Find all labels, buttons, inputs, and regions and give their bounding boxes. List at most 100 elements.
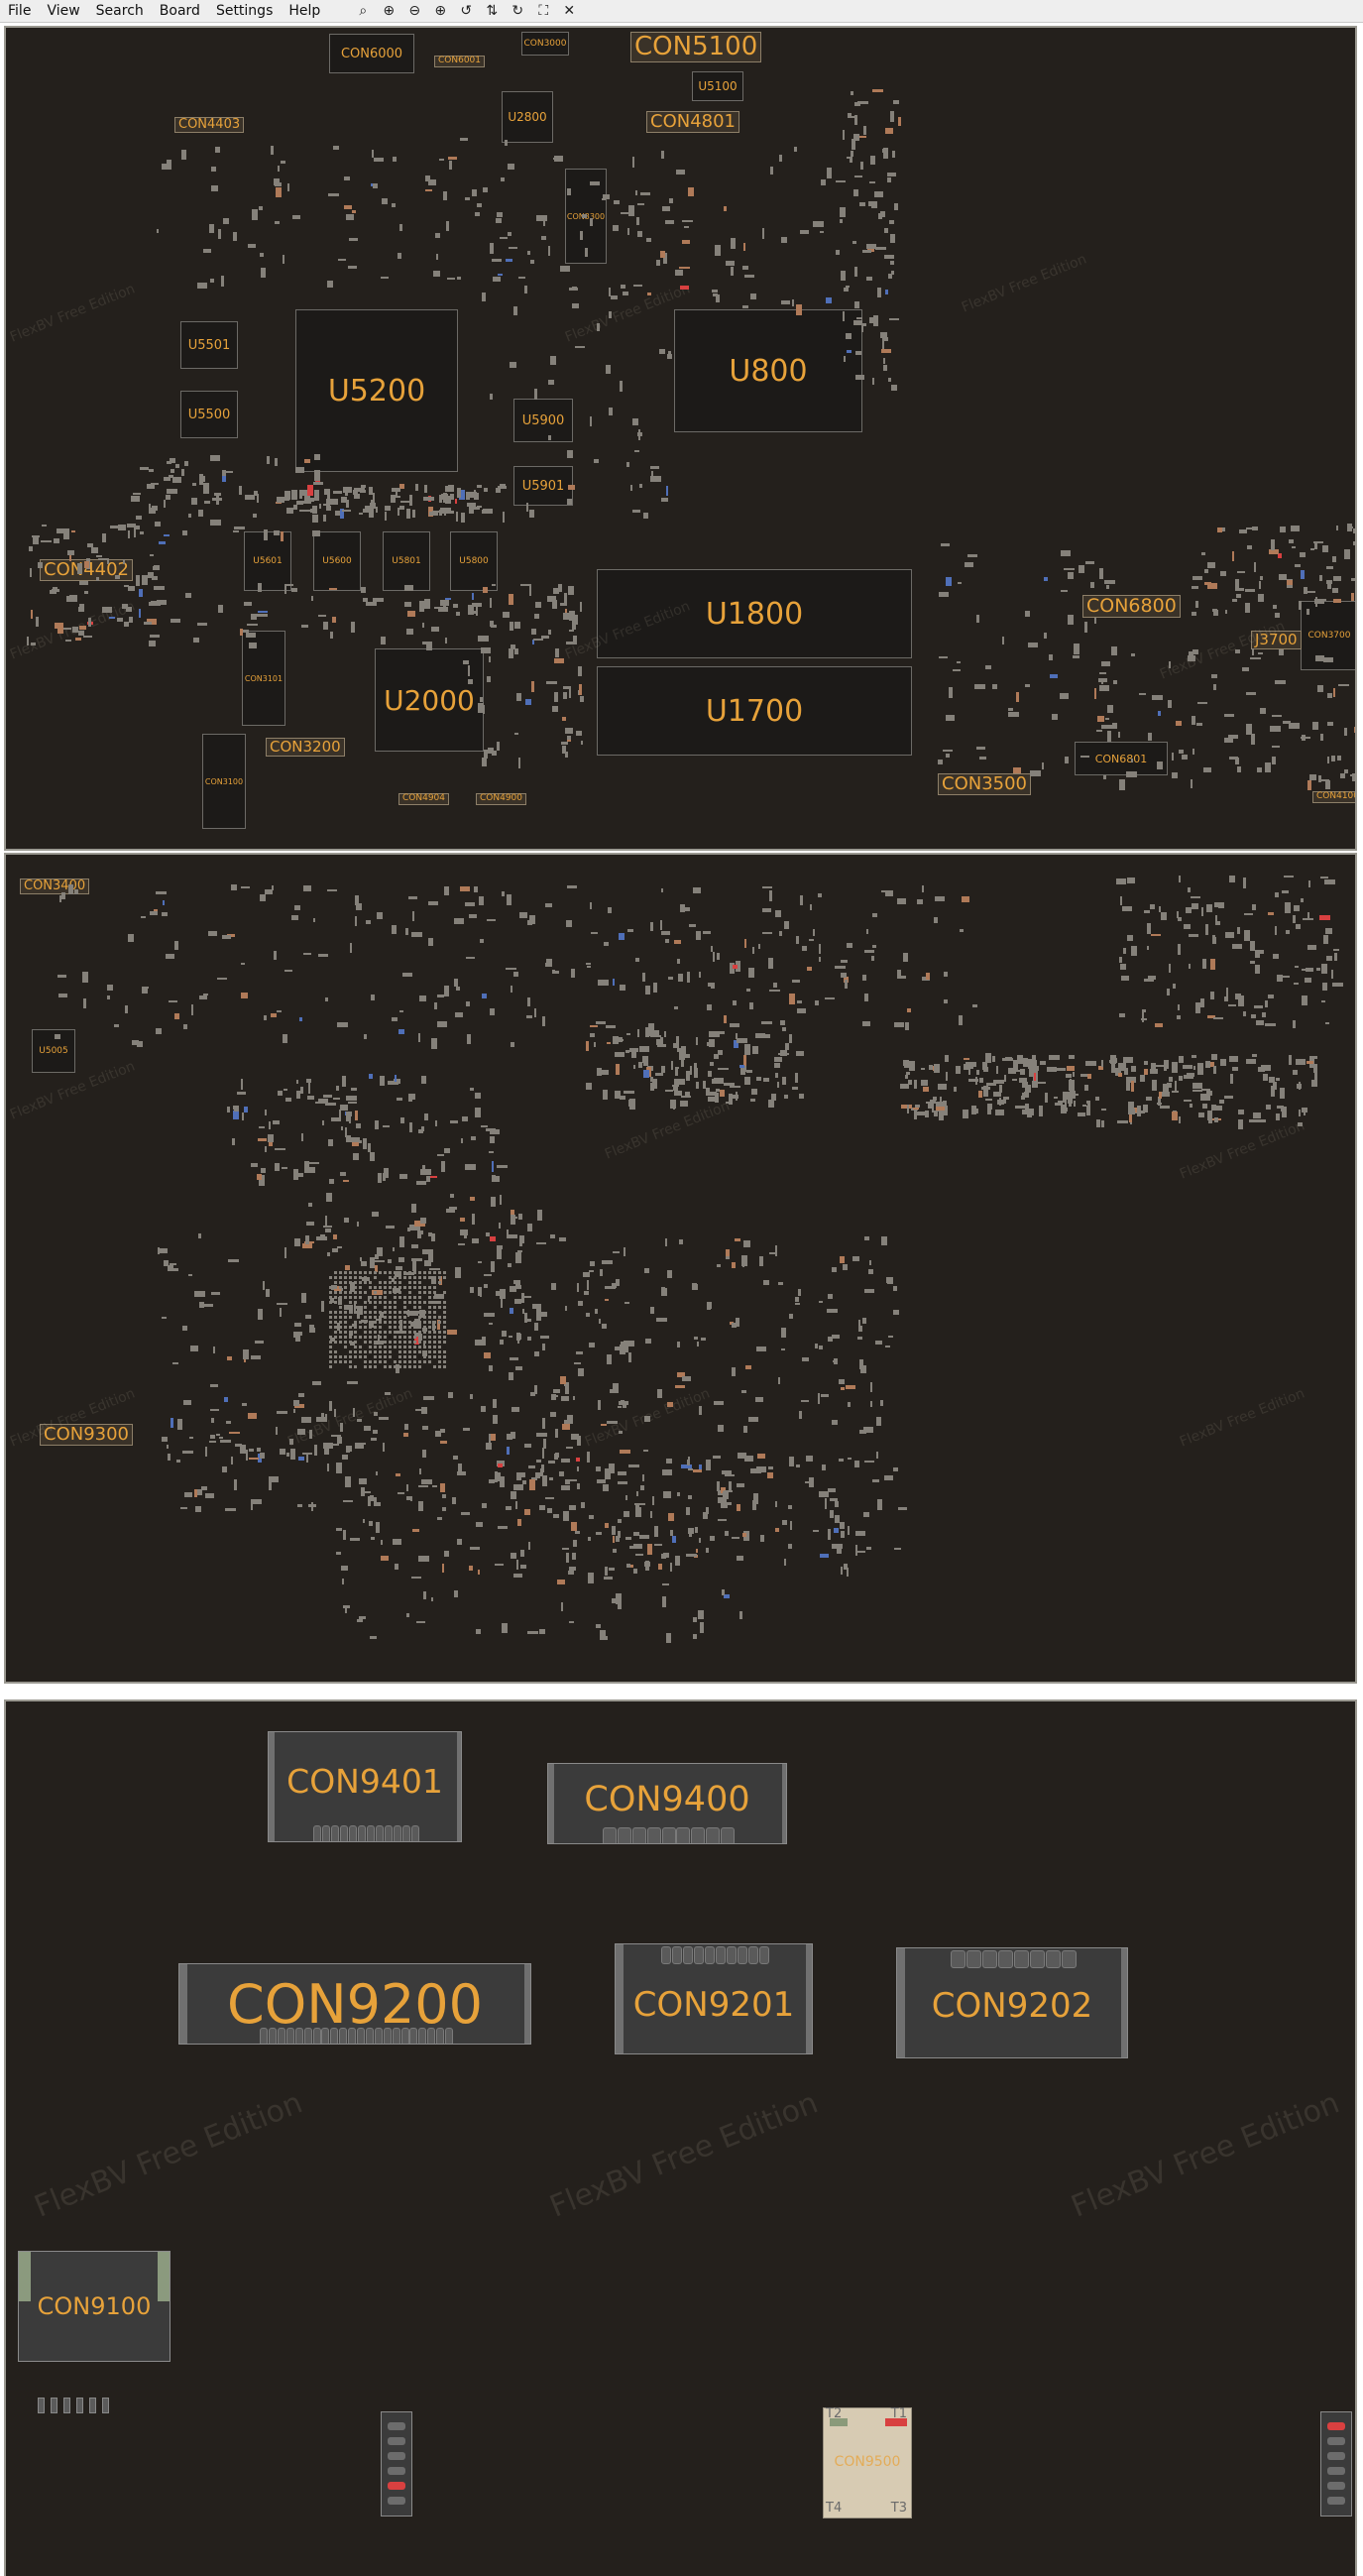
menu-board[interactable]: Board	[159, 3, 200, 19]
connector-con9200[interactable]: CON9200	[178, 1963, 531, 2045]
label-con4801[interactable]: CON4801	[646, 111, 740, 133]
rotate-right-icon[interactable]: ↻	[511, 3, 524, 19]
smd-component	[519, 912, 527, 918]
connector-con9100[interactable]: CON9100	[18, 2251, 170, 2362]
bga-ball	[413, 1296, 416, 1299]
side-connector[interactable]	[381, 2411, 412, 2517]
smd-component	[1178, 944, 1181, 955]
copper-pad	[484, 1352, 491, 1358]
bga-ball	[364, 1336, 367, 1339]
connector-con9500[interactable]: CON9500 T2 T1 T4 T3	[823, 2406, 912, 2518]
bga-ball	[438, 1360, 441, 1363]
label-con3500[interactable]: CON3500	[938, 773, 1032, 795]
smd-component	[1290, 724, 1300, 726]
smd-component	[242, 1403, 247, 1406]
connector-pin	[385, 1825, 393, 1841]
label-con4403[interactable]: CON4403	[174, 117, 245, 134]
chip-u5600[interactable]: U5600	[313, 531, 361, 591]
smd-component	[1326, 566, 1333, 569]
red-component	[1034, 1073, 1036, 1081]
label-con3400[interactable]: CON3400	[20, 878, 90, 895]
copper-pad	[403, 1433, 408, 1437]
chip-u5800[interactable]: U5800	[450, 531, 498, 591]
flip-icon[interactable]: ⇅	[486, 3, 499, 19]
smd-component	[1222, 527, 1225, 531]
smd-component	[1268, 995, 1274, 998]
connector-con9201[interactable]: CON9201	[615, 1943, 813, 2054]
chip-u1800[interactable]: U1800	[597, 569, 912, 658]
smd-component	[1212, 935, 1215, 940]
bga-ball	[374, 1291, 377, 1294]
chip-u5601[interactable]: U5601	[244, 531, 291, 591]
smd-component	[325, 1216, 327, 1227]
zoom-in-icon[interactable]: ⊕	[383, 3, 396, 19]
close-icon[interactable]: ✕	[563, 3, 576, 19]
connector-con9400[interactable]: CON9400	[547, 1763, 787, 1844]
board-view-top[interactable]: U5200 U800 U1800 U1700 U2000 U5501 U5500…	[4, 26, 1357, 851]
menu-search[interactable]: Search	[95, 3, 144, 19]
menu-view[interactable]: View	[47, 3, 80, 19]
bga-ball	[344, 1271, 347, 1274]
label-j3700[interactable]: J3700	[1251, 631, 1302, 649]
label-con6800[interactable]: CON6800	[1082, 595, 1181, 618]
smd-component	[789, 1034, 792, 1043]
chip-con6801[interactable]: CON6801	[1075, 742, 1168, 775]
connector-con9401[interactable]: CON9401	[268, 1731, 462, 1842]
chip-con3100[interactable]: CON3100	[202, 734, 246, 829]
smd-component	[854, 176, 862, 177]
label-con3200[interactable]: CON3200	[266, 738, 345, 757]
smd-component	[675, 270, 683, 276]
bga-ball	[329, 1316, 332, 1319]
chip-u800[interactable]: U800	[674, 309, 862, 432]
smd-component	[815, 1000, 819, 1005]
chip-u5801[interactable]: U5801	[383, 531, 430, 591]
smd-component	[1280, 527, 1286, 532]
smd-component	[1008, 1068, 1016, 1074]
smd-component	[752, 1046, 758, 1054]
search-icon[interactable]: ⌕	[359, 3, 368, 19]
chip-u5100[interactable]: U5100	[692, 71, 743, 101]
smd-component	[357, 1619, 363, 1622]
rotate-left-icon[interactable]: ↺	[460, 3, 473, 19]
chip-u5500[interactable]: U5500	[180, 391, 238, 438]
chip-con6000[interactable]: CON6000	[329, 34, 414, 73]
connector-con9202[interactable]: CON9202	[896, 1947, 1128, 2058]
chip-u5501[interactable]: U5501	[180, 321, 238, 369]
label-con5100[interactable]: CON5100	[630, 32, 762, 62]
smd-component	[835, 1501, 839, 1507]
side-connector[interactable]	[1320, 2411, 1352, 2517]
chip-u2000[interactable]: U2000	[375, 648, 484, 752]
chip-u5200[interactable]: U5200	[295, 309, 458, 472]
bga-ball	[354, 1301, 357, 1304]
bga-ball	[408, 1355, 411, 1358]
menu-help[interactable]: Help	[288, 3, 321, 19]
chip-u5900[interactable]: U5900	[513, 399, 573, 442]
zoom-out-icon[interactable]: ⊖	[408, 3, 421, 19]
smd-component	[332, 1248, 338, 1252]
label-con6001[interactable]: CON6001	[434, 56, 486, 67]
label-con4900[interactable]: CON4900	[476, 793, 527, 805]
chip-con3000[interactable]: CON3000	[521, 32, 569, 56]
menu-file[interactable]: File	[8, 3, 32, 19]
zoom-fit-icon[interactable]: ⊕	[434, 3, 447, 19]
smd-component	[1322, 983, 1327, 991]
copper-pad	[174, 1013, 179, 1019]
smd-component	[1262, 1012, 1266, 1017]
label-con4100[interactable]: CON4100	[1312, 791, 1355, 803]
label-con9300[interactable]: CON9300	[40, 1424, 134, 1446]
fullscreen-icon[interactable]: ⛶	[538, 3, 549, 19]
menu-settings[interactable]: Settings	[215, 3, 274, 19]
label-con4904[interactable]: CON4904	[398, 793, 450, 805]
chip-u2800[interactable]: U2800	[502, 91, 553, 143]
chip-u1700[interactable]: U1700	[597, 666, 912, 756]
smd-component	[469, 507, 480, 510]
smd-component	[184, 1492, 192, 1497]
board-view-bottom[interactable]: CON3400 CON9300 U5005 FlexBV Free Editio…	[4, 853, 1357, 1684]
smd-component	[170, 619, 180, 623]
smd-component	[889, 220, 894, 224]
chip-u5005[interactable]: U5005	[32, 1029, 75, 1073]
chip-u5901[interactable]: U5901	[513, 466, 573, 506]
smd-component	[469, 914, 477, 918]
copper-pad	[647, 293, 651, 295]
